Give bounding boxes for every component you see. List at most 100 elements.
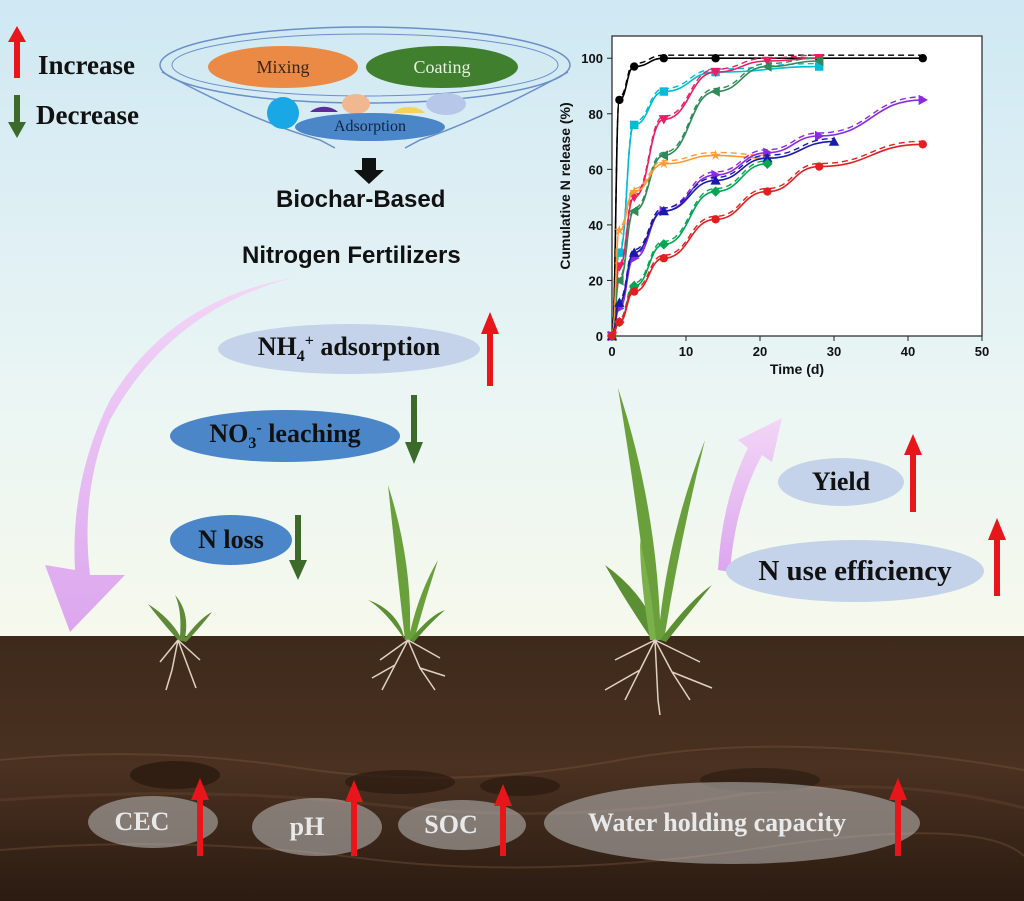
y-tick-label: 20 (589, 273, 603, 288)
data-point (658, 158, 670, 169)
data-point (615, 248, 624, 257)
data-point (615, 95, 624, 105)
plant-large-icon (604, 388, 713, 716)
n-use-efficiency-ellipse: N use efficiency (726, 540, 984, 602)
data-point (815, 62, 824, 71)
series-fit-line (611, 96, 923, 334)
data-point (710, 175, 721, 185)
no3-sup: - (256, 419, 262, 437)
y-tick-label: 100 (581, 51, 603, 66)
data-point (659, 54, 668, 63)
data-point (629, 205, 639, 217)
y-axis-label: Cumulative N release (%) (557, 102, 573, 269)
nh4-adsorption-ellipse: NH4+ adsorption (218, 324, 480, 374)
no3-leaching-ellipse: NO3- leaching (170, 410, 400, 462)
data-point (630, 287, 639, 296)
y-tick-label: 0 (596, 329, 603, 344)
nh4-sup: + (304, 332, 314, 350)
data-point (614, 297, 625, 307)
data-point (762, 61, 772, 72)
x-tick-label: 10 (679, 344, 693, 359)
cec-increase-arrow-icon (191, 778, 209, 856)
mixing-ellipse: Mixing (208, 46, 358, 88)
soc-label: SOC (424, 810, 478, 839)
soc-increase-arrow-icon (494, 784, 512, 856)
increase-legend-label: Increase (38, 50, 135, 80)
data-point (762, 153, 773, 163)
coating-ellipse: Coating (366, 46, 518, 88)
data-point (763, 187, 772, 196)
y-tick-label: 60 (589, 162, 603, 177)
n-loss-ellipse: N loss (170, 515, 292, 565)
series-fit-line (611, 160, 768, 334)
data-point (658, 205, 669, 216)
data-point (630, 62, 639, 71)
cec-ellipse: CEC (88, 796, 218, 848)
x-tick-label: 40 (901, 344, 915, 359)
data-point (629, 247, 640, 257)
data-point (628, 185, 640, 197)
x-tick-label: 0 (608, 344, 615, 359)
no3-base: NO (209, 418, 249, 448)
increase-arrow-icon (8, 26, 26, 78)
data-point (630, 120, 639, 130)
coating-label: Coating (413, 56, 471, 77)
nh4-base: NH (257, 331, 297, 361)
title-line-1: Biochar-Based (276, 186, 446, 213)
adsorption-label: Adsorption (334, 118, 406, 135)
x-tick-label: 50 (975, 344, 989, 359)
series-fit-line (611, 140, 923, 334)
yield-ellipse: Yield (778, 458, 904, 506)
mixing-label: Mixing (256, 56, 310, 77)
data-point (659, 254, 668, 263)
yield-increase-arrow-icon (904, 434, 922, 512)
data-point (658, 150, 668, 161)
cec-label: CEC (114, 807, 170, 836)
x-tick-label: 20 (753, 344, 767, 359)
data-point (815, 162, 824, 171)
series-fit-line (611, 151, 768, 334)
plant-small-icon (148, 595, 212, 691)
data-point (710, 149, 722, 161)
no3-decrease-arrow-icon (405, 395, 423, 464)
data-point (659, 87, 668, 96)
data-point (710, 86, 720, 97)
funnel (159, 26, 571, 149)
water-increase-arrow-icon (889, 778, 907, 856)
nh4-sub: 4 (296, 348, 305, 366)
series-fit-line (611, 57, 820, 334)
no3-rest: leaching (261, 418, 361, 448)
data-point (711, 54, 720, 63)
n-use-efficiency-label: N use efficiency (758, 554, 952, 587)
chart-plot-area (611, 35, 983, 337)
data-point (710, 186, 721, 197)
y-tick-label: 40 (589, 218, 603, 233)
decrease-legend-label: Decrease (36, 100, 139, 130)
curved-arrow-right-icon (718, 418, 782, 572)
data-point (658, 115, 669, 125)
x-axis-label: Time (d) (770, 361, 824, 377)
ph-label: pH (289, 812, 325, 841)
data-point (918, 140, 927, 149)
no3-sub: 3 (248, 435, 257, 453)
down-arrow-icon (354, 158, 384, 184)
title-line-2: Nitrogen Fertilizers (242, 242, 461, 269)
data-point (615, 317, 624, 327)
data-point (828, 136, 840, 146)
water-holding-ellipse: Water holding capacity (544, 782, 920, 864)
nh4-increase-arrow-icon (481, 312, 499, 386)
ph-increase-arrow-icon (345, 780, 363, 856)
plant-medium-icon (368, 485, 446, 691)
adsorption-ellipse: Adsorption (295, 113, 445, 141)
nue-increase-arrow-icon (988, 518, 1006, 596)
n-loss-label: N loss (198, 525, 264, 554)
data-point (613, 224, 625, 236)
ph-ellipse: pH (252, 798, 382, 856)
data-point (711, 215, 720, 224)
data-point (710, 67, 721, 78)
data-point (918, 54, 927, 63)
water-holding-label: Water holding capacity (587, 808, 847, 837)
data-point (762, 56, 773, 67)
data-point (607, 331, 617, 341)
